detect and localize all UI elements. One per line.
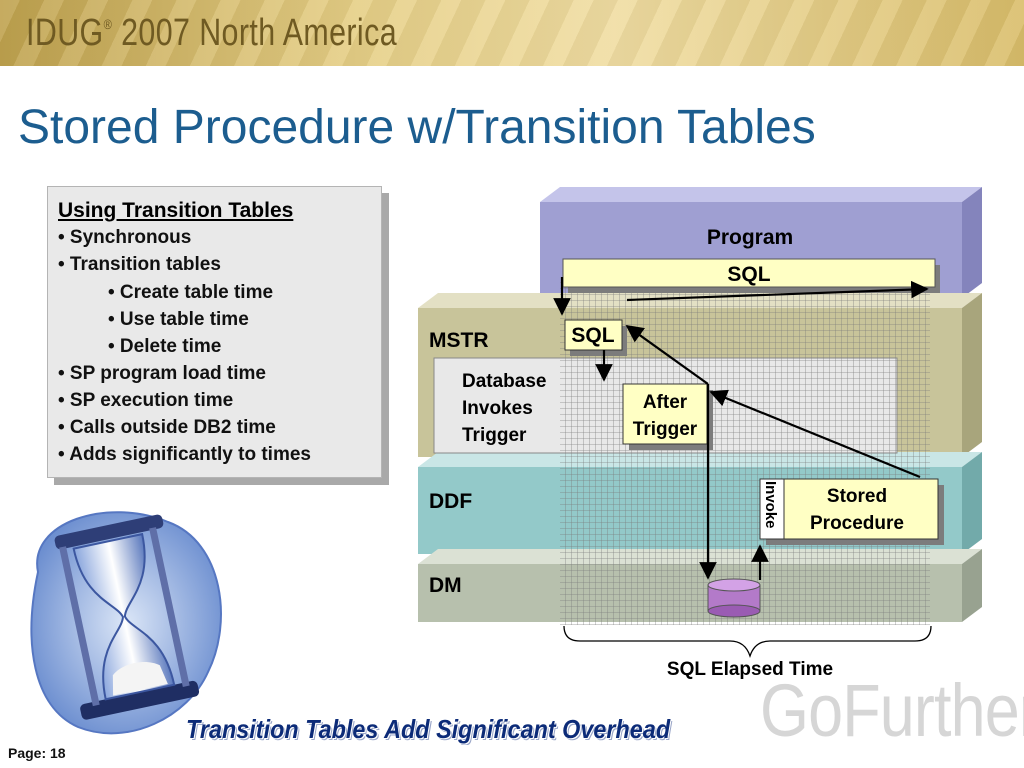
- database-cylinder-icon: [707, 578, 761, 618]
- mstr-sql-box: [564, 319, 623, 351]
- invoke-label: Invoke: [762, 481, 779, 529]
- return-arrow: [625, 324, 709, 385]
- registered-mark: ®: [103, 16, 113, 32]
- elapsed-time-label: SQL Elapsed Time: [667, 659, 833, 680]
- brand-text: IDUG: [26, 12, 104, 54]
- banner-background: [0, 0, 1024, 66]
- invoke-tab: [759, 478, 785, 540]
- after-trigger-box: [622, 383, 708, 445]
- header-banner: IDUG® 2007 North America: [0, 0, 1024, 66]
- page-title: Stored Procedure w/Transition Tables: [18, 101, 816, 154]
- hourglass-illustration: [30, 511, 222, 735]
- db-invokes-line: Trigger: [462, 425, 527, 446]
- mstr-label: MSTR: [429, 329, 489, 352]
- footer-tagline: Transition Tables Add Significant Overhe…: [186, 714, 671, 744]
- stored-procedure-line: Stored: [827, 486, 887, 507]
- program-label: Program: [707, 226, 793, 249]
- db-invokes-line: Database: [462, 371, 547, 392]
- bullet-item: • SP program load time: [58, 363, 266, 384]
- program-sql-box: [562, 258, 936, 288]
- dm-label: DM: [429, 574, 462, 597]
- bullet-box: Using Transition Tables • Synchronous • …: [47, 186, 382, 478]
- year-text: 2007: [121, 12, 191, 54]
- ddf-label: DDF: [429, 490, 472, 513]
- result-arrow: [626, 280, 929, 302]
- db-invokes-line: Invokes: [462, 398, 533, 419]
- bullet-item: • Calls outside DB2 time: [58, 417, 276, 438]
- bullet-subitem: • Use table time: [108, 309, 249, 330]
- stored-procedure-line: Procedure: [810, 513, 904, 534]
- sp-return-arrow: [709, 389, 921, 479]
- stored-procedure-box: [759, 478, 939, 540]
- bullet-heading: Using Transition Tables: [58, 199, 294, 222]
- bullet-item: • Adds significantly to times: [58, 444, 311, 465]
- page-number: Page: 18: [8, 745, 66, 761]
- conference-logo: IDUG® 2007 North America: [26, 12, 397, 55]
- program-sql-label: SQL: [727, 263, 770, 286]
- bullet-subitem: • Create table time: [108, 282, 274, 303]
- after-trigger-line: After: [643, 392, 688, 413]
- bullet-item: • Synchronous: [58, 227, 192, 248]
- after-trigger-line: Trigger: [633, 419, 698, 440]
- architecture-diagram: Program SQL MSTR SQL Database Invokes Tr…: [418, 187, 982, 680]
- mstr-sql-label: SQL: [571, 324, 614, 347]
- elapsed-brace: [563, 625, 932, 659]
- gofurther-logo: GoFurther: [760, 669, 1024, 752]
- bullet-subitem: • Delete time: [108, 336, 222, 357]
- bullet-item: • SP execution time: [58, 390, 234, 411]
- bullet-item: • Transition tables: [58, 254, 221, 275]
- region-text: North America: [199, 12, 397, 54]
